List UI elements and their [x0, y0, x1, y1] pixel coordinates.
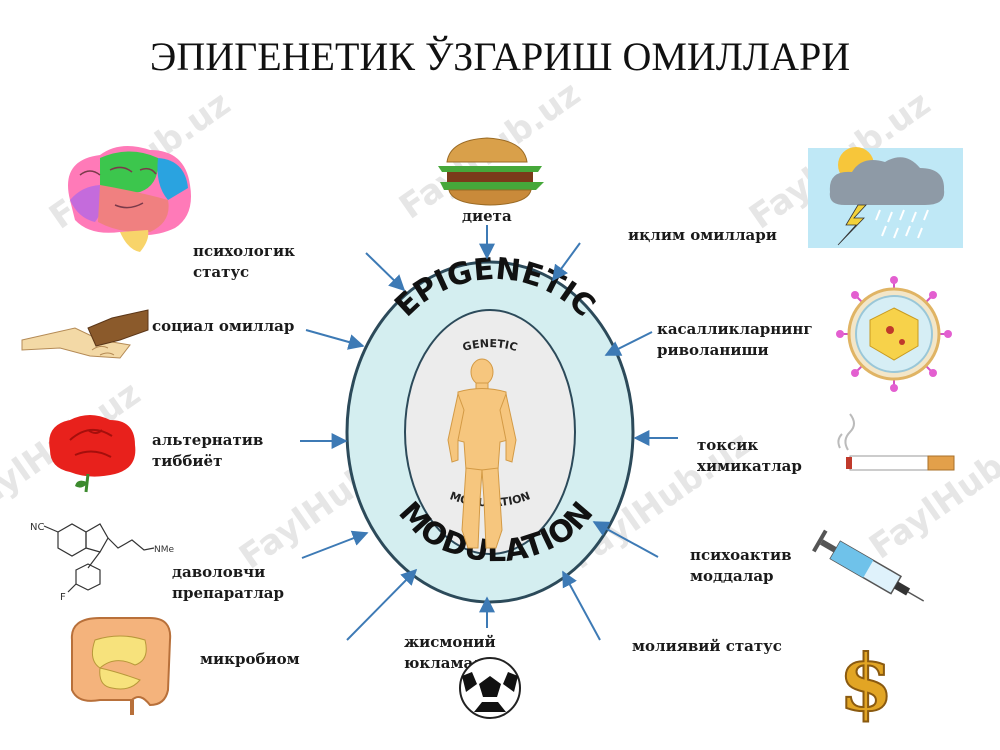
arrow-financial	[562, 570, 601, 641]
watermark: FaylHub.uz	[862, 414, 1000, 568]
arrow-microbiome	[346, 568, 418, 641]
molecule-label-f: F	[60, 592, 66, 603]
dollar-icon: $	[838, 637, 894, 730]
burger-icon	[438, 137, 544, 206]
syringe-icon	[812, 529, 925, 602]
arrow-medications	[301, 530, 369, 559]
label-social: социал омиллар	[152, 317, 294, 335]
virus-icon	[836, 276, 952, 392]
arrows	[300, 225, 678, 641]
weather-icon	[808, 147, 963, 248]
arrow-social	[305, 329, 365, 350]
page-title: ЭПИГЕНЕТИК ЎЗГАРИШ ОМИЛЛАРИ	[150, 34, 850, 79]
soccer-ball-icon	[459, 657, 521, 719]
molecule-label-nme: NMe	[154, 545, 174, 555]
human-figure-icon	[447, 358, 517, 549]
label-microbiome: микробиом	[200, 650, 300, 668]
arrow-psychological	[365, 252, 406, 292]
svg-text:$: $	[839, 638, 893, 729]
arrow-psychoactive	[592, 521, 659, 558]
label-diet: диета	[462, 207, 512, 225]
handshake-icon	[21, 309, 149, 359]
label-climate: иқлим омиллари	[628, 226, 777, 244]
epigenetic-oval: EPIGENETIC MODULATION GENETIC MODULATION	[345, 252, 635, 604]
brain-icon	[68, 146, 191, 252]
arrow-disease	[604, 331, 653, 356]
molecule-label-nc: NC	[30, 522, 44, 533]
molecule-icon	[43, 523, 155, 593]
intestines-icon	[70, 617, 172, 715]
label-financial: молиявий статус	[632, 637, 782, 655]
rose-icon	[49, 415, 136, 493]
inner-top-label: GENETIC	[461, 337, 519, 354]
arrow-climate	[552, 242, 581, 282]
cigarette-icon	[837, 413, 955, 471]
